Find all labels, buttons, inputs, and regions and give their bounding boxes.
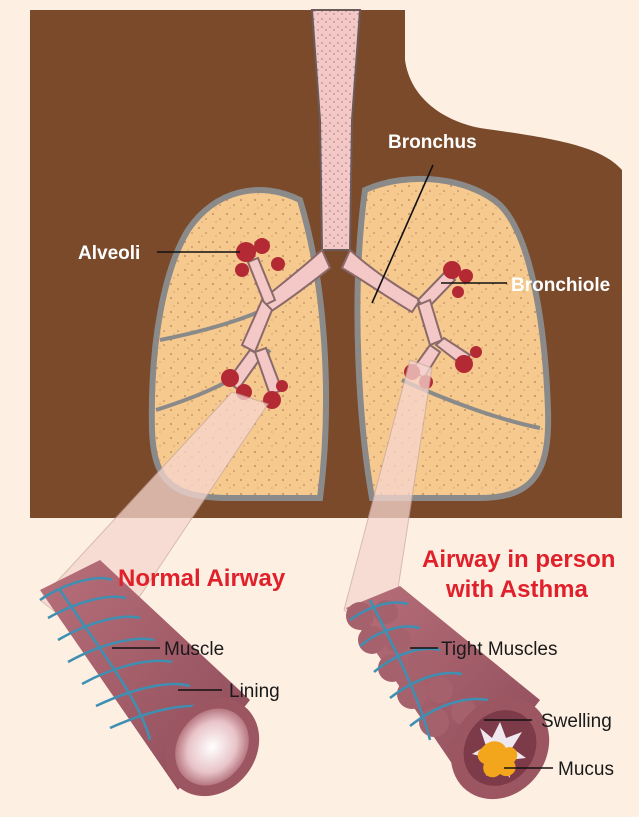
- muscle-label: Muscle: [164, 639, 224, 660]
- bronchus-label: Bronchus: [388, 132, 477, 153]
- alveoli-label: Alveoli: [78, 243, 140, 264]
- asthma-airway-title-line1: Airway in person: [422, 546, 615, 573]
- mucus-label: Mucus: [558, 759, 614, 780]
- bronchiole-label: Bronchiole: [511, 275, 610, 296]
- swelling-label: Swelling: [541, 711, 612, 732]
- normal-airway-title: Normal Airway: [118, 565, 286, 592]
- asthma-airway-title-line2: with Asthma: [445, 576, 588, 603]
- lining-label: Lining: [229, 681, 280, 702]
- tight-muscles-label: Tight Muscles: [441, 639, 558, 660]
